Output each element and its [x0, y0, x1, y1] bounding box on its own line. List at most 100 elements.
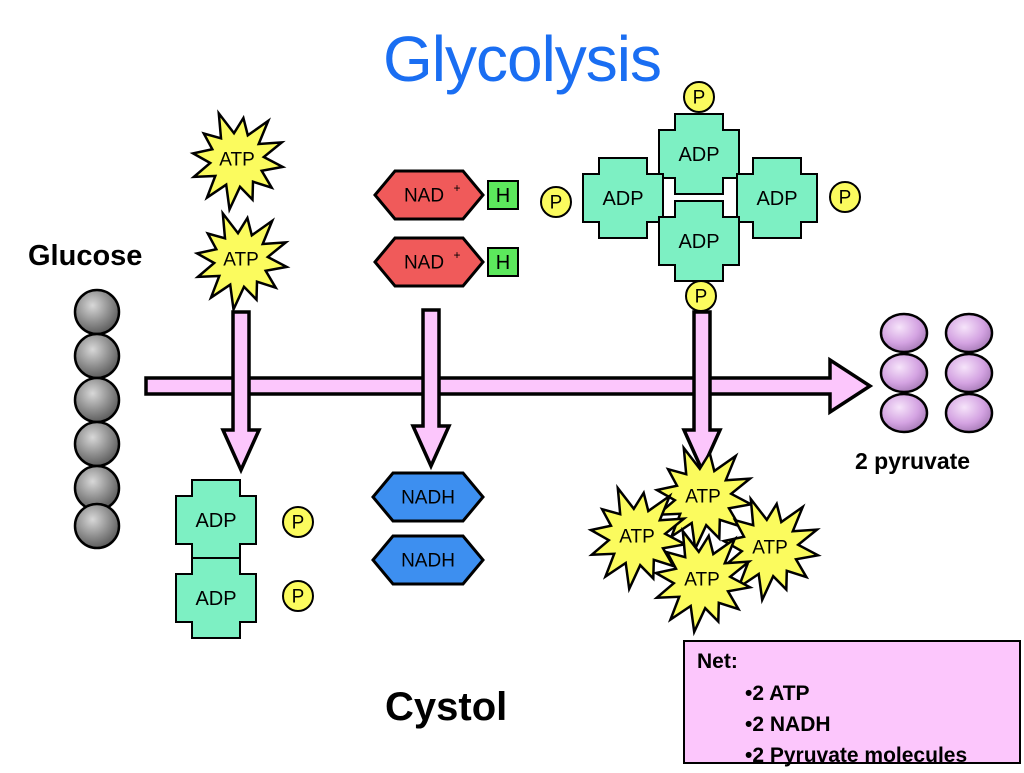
phosphate-group: P — [282, 580, 314, 612]
adp-cross-shape — [582, 157, 664, 239]
phosphate-label: P — [839, 188, 852, 209]
atp-molecule: ATP — [653, 443, 755, 554]
glucose-carbon — [73, 288, 121, 336]
nad-charge-label: + — [453, 248, 460, 262]
adp-molecule: ADP — [736, 157, 818, 239]
starburst-shape — [193, 209, 291, 314]
pyruvate-carbon — [879, 352, 929, 394]
atp-label: ATP — [619, 527, 655, 548]
phosphate-circle — [829, 181, 861, 213]
phosphate-circle — [683, 81, 715, 113]
glucose-carbon — [73, 376, 121, 424]
pyruvate-molecules — [879, 312, 994, 434]
glucose-chain — [73, 288, 121, 550]
phosphate-group: P — [685, 280, 717, 312]
pyruvate-carbon — [944, 392, 994, 434]
phosphate-circle — [540, 186, 572, 218]
glucose-label: Glucose — [28, 240, 143, 272]
hydrogen-label: H — [496, 252, 510, 274]
pyruvate-label: 2 pyruvate — [855, 448, 971, 474]
adp-label: ADP — [678, 144, 719, 166]
adp-label: ADP — [756, 188, 797, 210]
starburst-shape — [720, 494, 822, 605]
nadh-molecule: NADH — [371, 471, 485, 523]
phosphate-group: P — [540, 186, 572, 218]
atp-molecule: ATP — [587, 483, 689, 594]
phosphate-circle — [282, 580, 314, 612]
nad-input-arrow — [410, 308, 452, 471]
adp-molecule: ADP — [658, 200, 740, 282]
adp-molecule: ADP — [582, 157, 664, 239]
atp-label: ATP — [219, 150, 255, 171]
phosphate-label: P — [292, 587, 305, 608]
pyruvate-carbon — [879, 392, 929, 434]
atp-molecule: ATP — [652, 526, 754, 637]
nad-molecule: NAD + — [373, 236, 485, 288]
nadh-label: NADH — [401, 488, 455, 509]
phosphate-label: P — [695, 287, 708, 308]
nad-charge-label: + — [453, 181, 460, 195]
adp-label: ADP — [195, 588, 236, 610]
diagram-title: Glycolysis — [382, 23, 662, 95]
phosphate-label: P — [292, 513, 305, 534]
phosphate-group: P — [683, 81, 715, 113]
net-item-pyruvate: •2 Pyruvate molecules — [745, 744, 968, 767]
phosphate-label: P — [693, 88, 706, 109]
pyruvate-carbon — [944, 312, 994, 354]
glucose-carbon — [73, 332, 121, 380]
net-item-nadh: •2 NADH — [745, 713, 831, 736]
nadh-molecule-shape — [371, 471, 485, 523]
atp-label: ATP — [684, 570, 720, 591]
phosphate-input-arrow — [681, 310, 723, 475]
atp-molecule: ATP — [720, 494, 822, 605]
adp-label: ADP — [602, 188, 643, 210]
starburst-shape — [587, 483, 689, 594]
atp-label: ATP — [685, 487, 721, 508]
phosphate-group: P — [829, 181, 861, 213]
hydrogen-box — [487, 247, 519, 277]
molecules-layer: ATP ATP NAD + H NAD + H ADP ADP ADP ADP P P P P ADP P ADP P… — [73, 81, 994, 639]
arrows-layer — [144, 308, 874, 475]
nadh-molecule: NADH — [371, 534, 485, 586]
net-summary-box: Net: •2 ATP •2 NADH •2 Pyruvate molecule… — [683, 640, 1021, 767]
phosphate-label: P — [550, 193, 563, 214]
net-item-atp: •2 ATP — [745, 682, 810, 705]
glucose-carbon — [73, 502, 121, 550]
nad-label: NAD — [404, 186, 444, 207]
hydrogen-box — [487, 180, 519, 210]
adp-label: ADP — [195, 510, 236, 532]
phosphate-circle — [685, 280, 717, 312]
atp-molecule: ATP — [189, 109, 287, 214]
main-pathway-arrow — [144, 356, 874, 416]
adp-molecule: ADP — [658, 113, 740, 195]
adp-molecule: ADP — [175, 557, 257, 639]
adp-cross-shape — [736, 157, 818, 239]
nad-molecule-shape — [373, 169, 485, 221]
nadh-molecule-shape — [371, 534, 485, 586]
adp-cross-shape — [658, 113, 740, 195]
atp-molecule: ATP — [193, 209, 291, 314]
starburst-shape — [652, 526, 754, 637]
net-title: Net: — [697, 650, 738, 673]
pyruvate-carbon — [879, 312, 929, 354]
glucose-carbon — [73, 420, 121, 468]
adp-label: ADP — [678, 231, 719, 253]
adp-cross-shape — [658, 200, 740, 282]
phosphate-group: P — [282, 506, 314, 538]
net-items-list: •2 ATP •2 NADH •2 Pyruvate molecules — [745, 678, 967, 771]
atp-label: ATP — [223, 250, 259, 271]
phosphate-circle — [282, 506, 314, 538]
pyruvate-carbon — [944, 352, 994, 394]
hydrogen-label: H — [496, 185, 510, 207]
nad-molecule-shape — [373, 236, 485, 288]
cytosol-label: Cystol — [385, 685, 508, 729]
nad-molecule: NAD + — [373, 169, 485, 221]
adp-cross-shape — [175, 557, 257, 639]
atp-label: ATP — [752, 538, 788, 559]
nad-label: NAD — [404, 253, 444, 274]
adp-molecule: ADP — [175, 479, 257, 561]
starburst-shape — [189, 109, 287, 214]
atp-input-arrow — [220, 310, 262, 475]
nadh-label: NADH — [401, 551, 455, 572]
